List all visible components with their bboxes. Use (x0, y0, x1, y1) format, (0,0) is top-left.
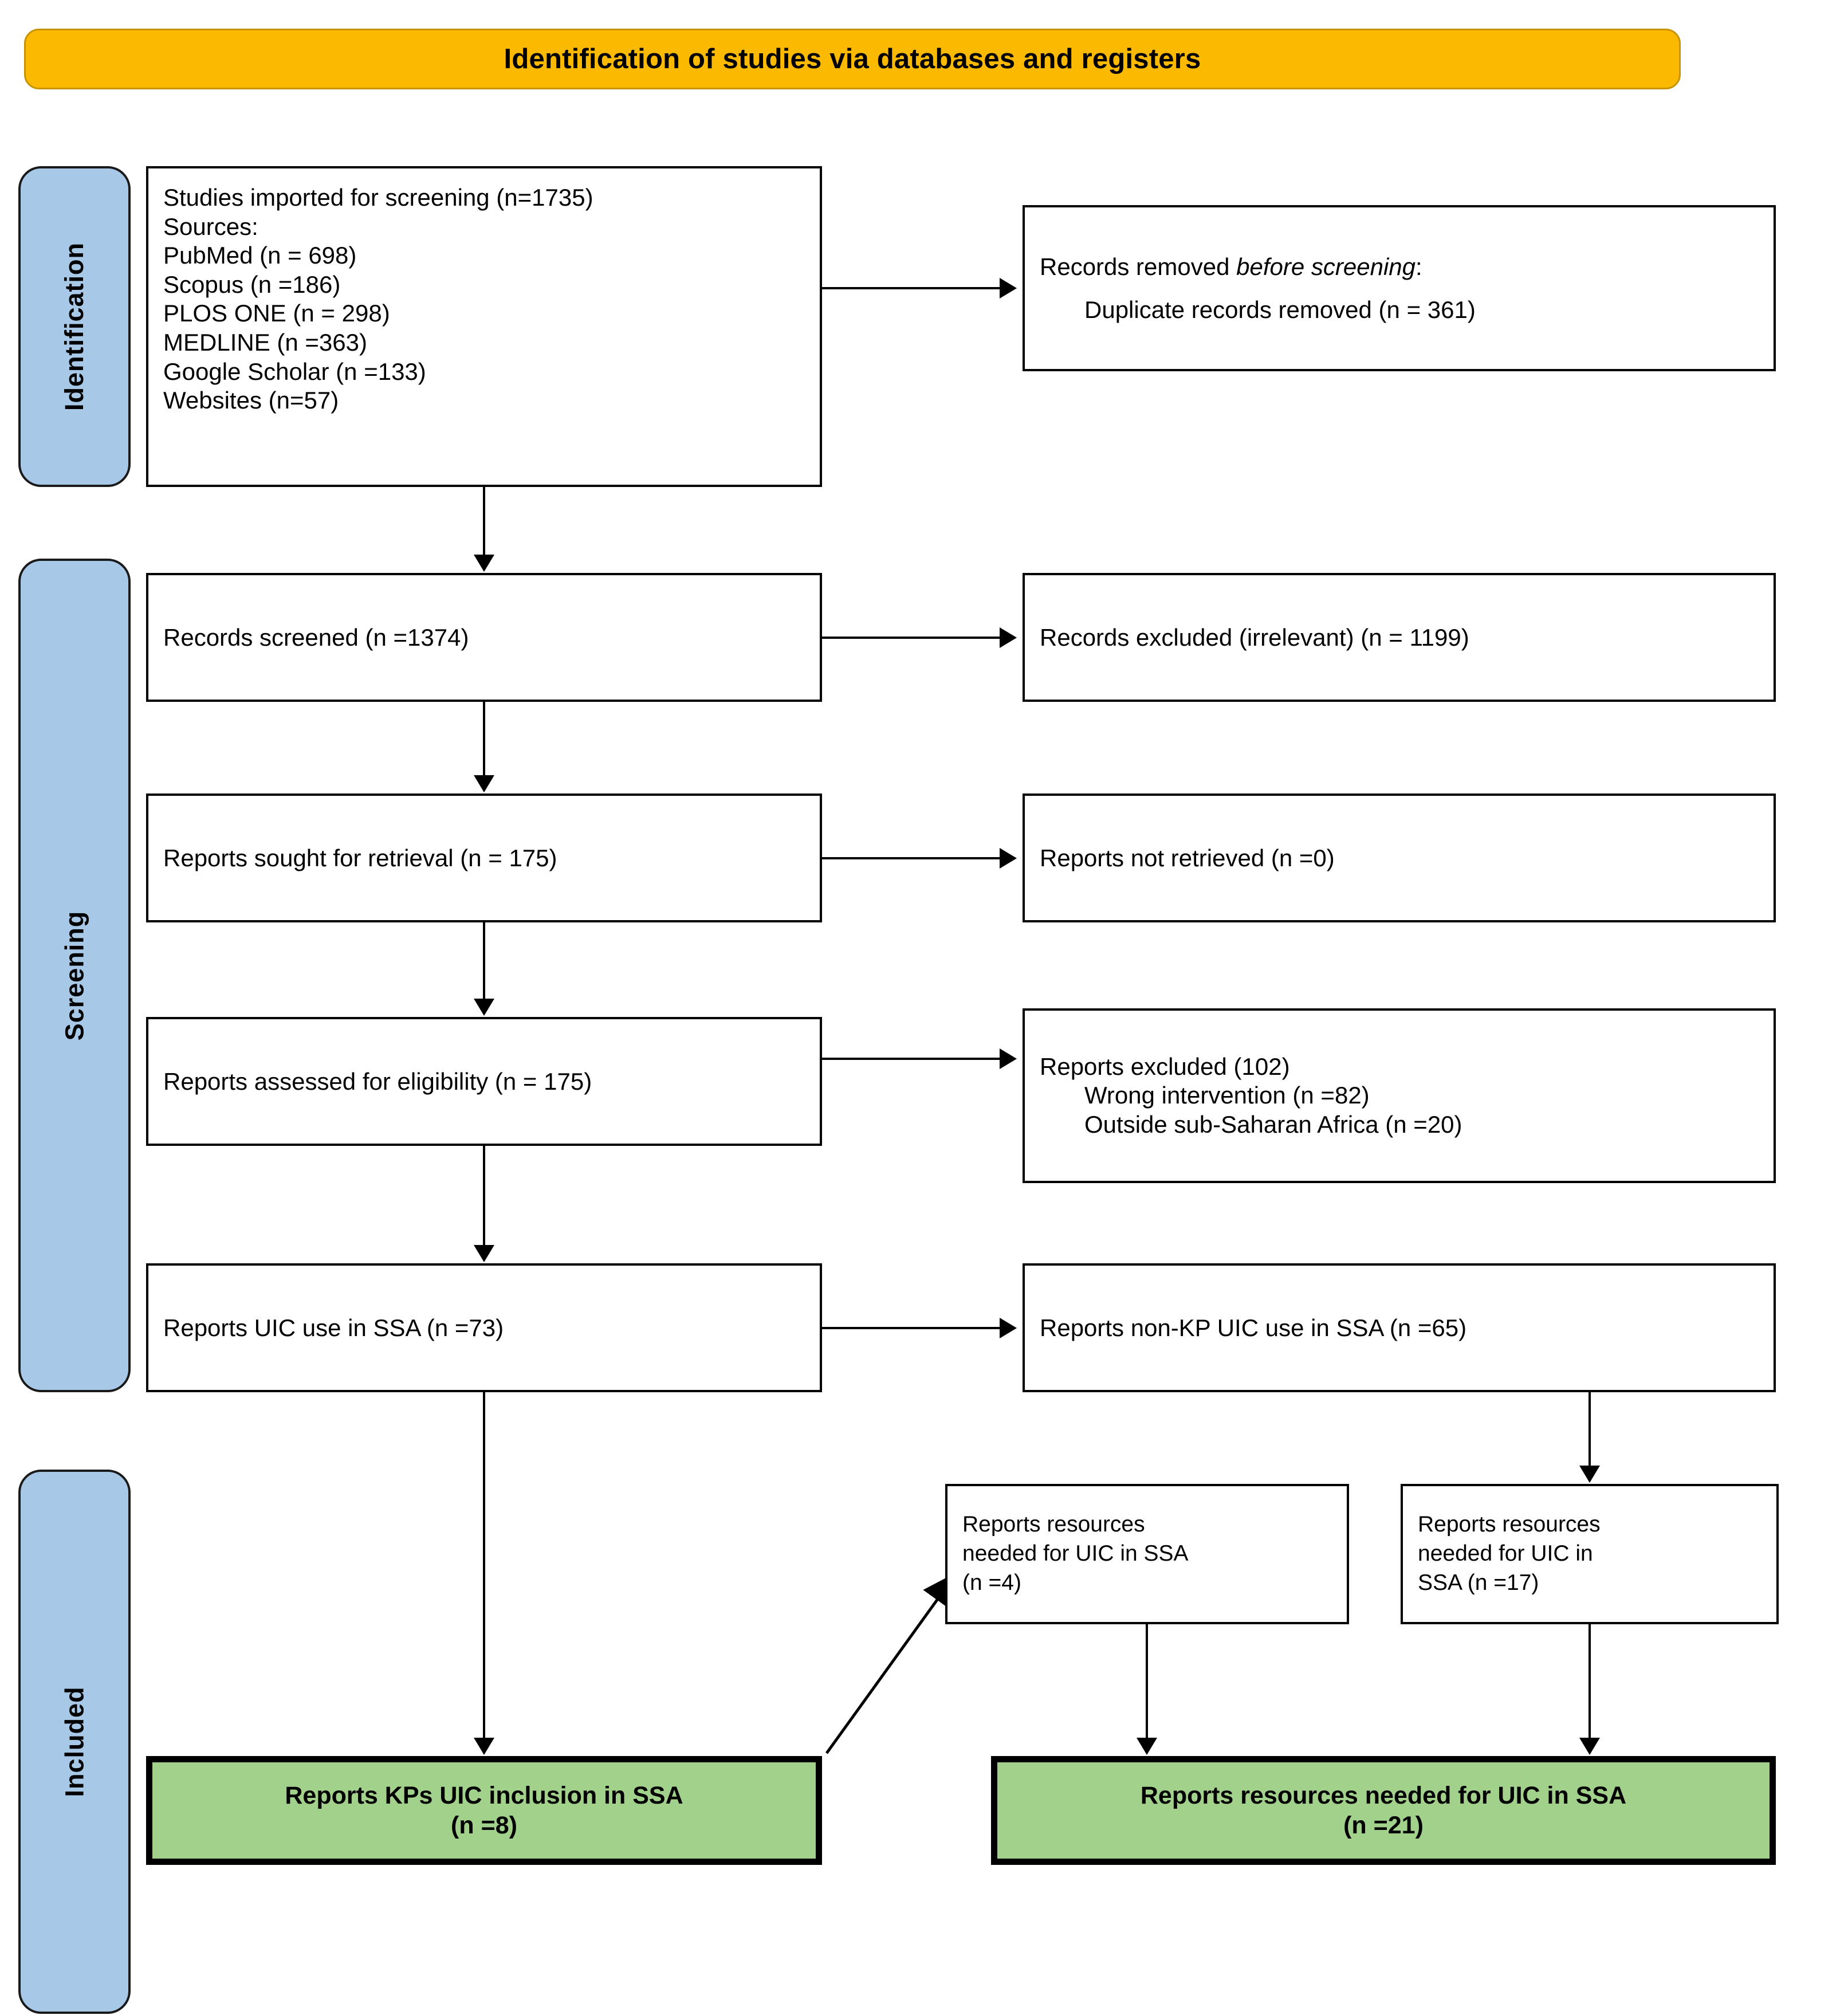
diagram-title: Identification of studies via databases … (504, 44, 1201, 74)
connector-screened-to-excluded (822, 637, 1001, 639)
green-kps-line-0: Reports KPs UIC inclusion in SSA (285, 1781, 683, 1809)
connector-imported-to-screened (483, 487, 485, 556)
imported-line-6: Google Scholar (n =133) (163, 358, 426, 385)
box-reports-sought-for-retrieval: Reports sought for retrieval (n = 175) (146, 794, 822, 922)
arrowhead-uic-to-nonkp (1000, 1318, 1017, 1338)
sought-line: Reports sought for retrieval (n = 175) (163, 844, 557, 871)
resources17-line-1: needed for UIC in (1418, 1541, 1593, 1566)
arrowhead-sought-to-not-retrieved (1000, 848, 1017, 869)
connector-imported-to-removed (822, 287, 1001, 289)
stage-tab-included: Included (18, 1470, 131, 2014)
arrowhead-resources4-to-green (1137, 1738, 1157, 1755)
resources17-line-2: SSA (n =17) (1418, 1570, 1539, 1595)
box-reports-assessed-for-eligibility: Reports assessed for eligibility (n = 17… (146, 1017, 822, 1146)
removed-before-detail: Duplicate records removed (n = 361) (1084, 296, 1476, 323)
imported-line-5: MEDLINE (n =363) (163, 329, 367, 356)
excluded102-reason-0: Wrong intervention (n =82) (1084, 1082, 1370, 1109)
arrowhead-resources17-to-green (1579, 1738, 1600, 1755)
imported-line-3: Scopus (n =186) (163, 270, 341, 298)
stage-tab-identification: Identification (18, 166, 131, 487)
excluded102-reason-1: Outside sub-Saharan Africa (n =20) (1084, 1110, 1462, 1138)
excluded102-heading: Reports excluded (102) (1040, 1052, 1290, 1080)
connector-uic-to-green-kps (483, 1392, 485, 1739)
arrowhead-sought-to-eligibility (474, 999, 494, 1016)
stage-tab-included-label: Included (60, 1686, 89, 1797)
box-included-kps-uic-inclusion: Reports KPs UIC inclusion in SSA (n =8) (146, 1756, 822, 1865)
imported-line-1: Sources: (163, 213, 258, 240)
box-reports-non-kp-uic-use-in-ssa: Reports non-KP UIC use in SSA (n =65) (1023, 1263, 1776, 1392)
connector-nonkp-to-resources17 (1589, 1392, 1591, 1467)
box-records-excluded-irrelevant: Records excluded (irrelevant) (n = 1199) (1023, 573, 1776, 702)
connector-resources4-to-green (1146, 1624, 1148, 1739)
arrowhead-imported-to-screened (474, 555, 494, 572)
arrowhead-screened-to-excluded (1000, 627, 1017, 648)
box-included-resources-needed: Reports resources needed for UIC in SSA … (991, 1756, 1776, 1865)
imported-line-0: Studies imported for screening (n=1735) (163, 184, 593, 211)
diagram-title-banner: Identification of studies via databases … (24, 29, 1681, 89)
connector-uic-to-nonkp (822, 1327, 1001, 1329)
resources4-line-2: (n =4) (962, 1570, 1021, 1595)
stage-tab-identification-label: Identification (60, 242, 89, 411)
connector-sought-to-not-retrieved (822, 857, 1001, 859)
stage-tab-screening: Screening (18, 559, 131, 1392)
box-records-removed-before-screening: Records removed before screening: Duplic… (1023, 205, 1776, 371)
arrowhead-eligibility-to-uic (474, 1245, 494, 1262)
stage-tab-screening-label: Screening (60, 910, 89, 1040)
connector-eligibility-to-uic (483, 1146, 485, 1246)
resources4-line-0: Reports resources (962, 1512, 1145, 1537)
resources4-line-1: needed for UIC in SSA (962, 1541, 1189, 1566)
green-res-line-0: Reports resources needed for UIC in SSA (1140, 1781, 1627, 1809)
arrowhead-uic-to-green-kps (474, 1738, 494, 1755)
excluded-irrelevant-line: Records excluded (irrelevant) (n = 1199) (1040, 623, 1469, 651)
imported-line-4: PLOS ONE (n = 298) (163, 300, 390, 327)
imported-line-2: PubMed (n = 698) (163, 242, 357, 269)
box-resources-needed-n17: Reports resources needed for UIC in SSA … (1401, 1484, 1779, 1624)
box-reports-not-retrieved: Reports not retrieved (n =0) (1023, 794, 1776, 922)
resources17-line-0: Reports resources (1418, 1512, 1601, 1537)
green-kps-line-1: (n =8) (451, 1812, 517, 1839)
arrowhead-nonkp-to-resources17 (1579, 1466, 1600, 1483)
arrowhead-eligibility-to-excluded102 (1000, 1048, 1017, 1069)
uic-ssa-line: Reports UIC use in SSA (n =73) (163, 1314, 504, 1341)
connector-eligibility-to-excluded102 (822, 1058, 1001, 1060)
arrowhead-screened-to-sought (474, 775, 494, 792)
not-retrieved-line: Reports not retrieved (n =0) (1040, 844, 1335, 871)
imported-line-7: Websites (n=57) (163, 387, 339, 414)
connector-resources17-to-green (1589, 1624, 1591, 1739)
arrowhead-imported-to-removed (1000, 278, 1017, 298)
eligibility-line: Reports assessed for eligibility (n = 17… (163, 1067, 592, 1095)
box-reports-excluded: Reports excluded (102) Wrong interventio… (1023, 1008, 1776, 1183)
removed-before-heading: Records removed before screening: (1040, 253, 1422, 280)
box-records-screened: Records screened (n =1374) (146, 573, 822, 702)
box-reports-uic-use-in-ssa: Reports UIC use in SSA (n =73) (146, 1263, 822, 1392)
removed-before-spacer (1040, 281, 1759, 295)
connector-screened-to-sought (483, 702, 485, 776)
green-res-line-1: (n =21) (1343, 1812, 1424, 1839)
connector-sought-to-eligibility (483, 922, 485, 1000)
screened-line: Records screened (n =1374) (163, 623, 469, 651)
box-resources-needed-n4: Reports resources needed for UIC in SSA … (945, 1484, 1349, 1624)
box-studies-imported: Studies imported for screening (n=1735) … (146, 166, 822, 487)
non-kp-line: Reports non-KP UIC use in SSA (n =65) (1040, 1314, 1467, 1341)
